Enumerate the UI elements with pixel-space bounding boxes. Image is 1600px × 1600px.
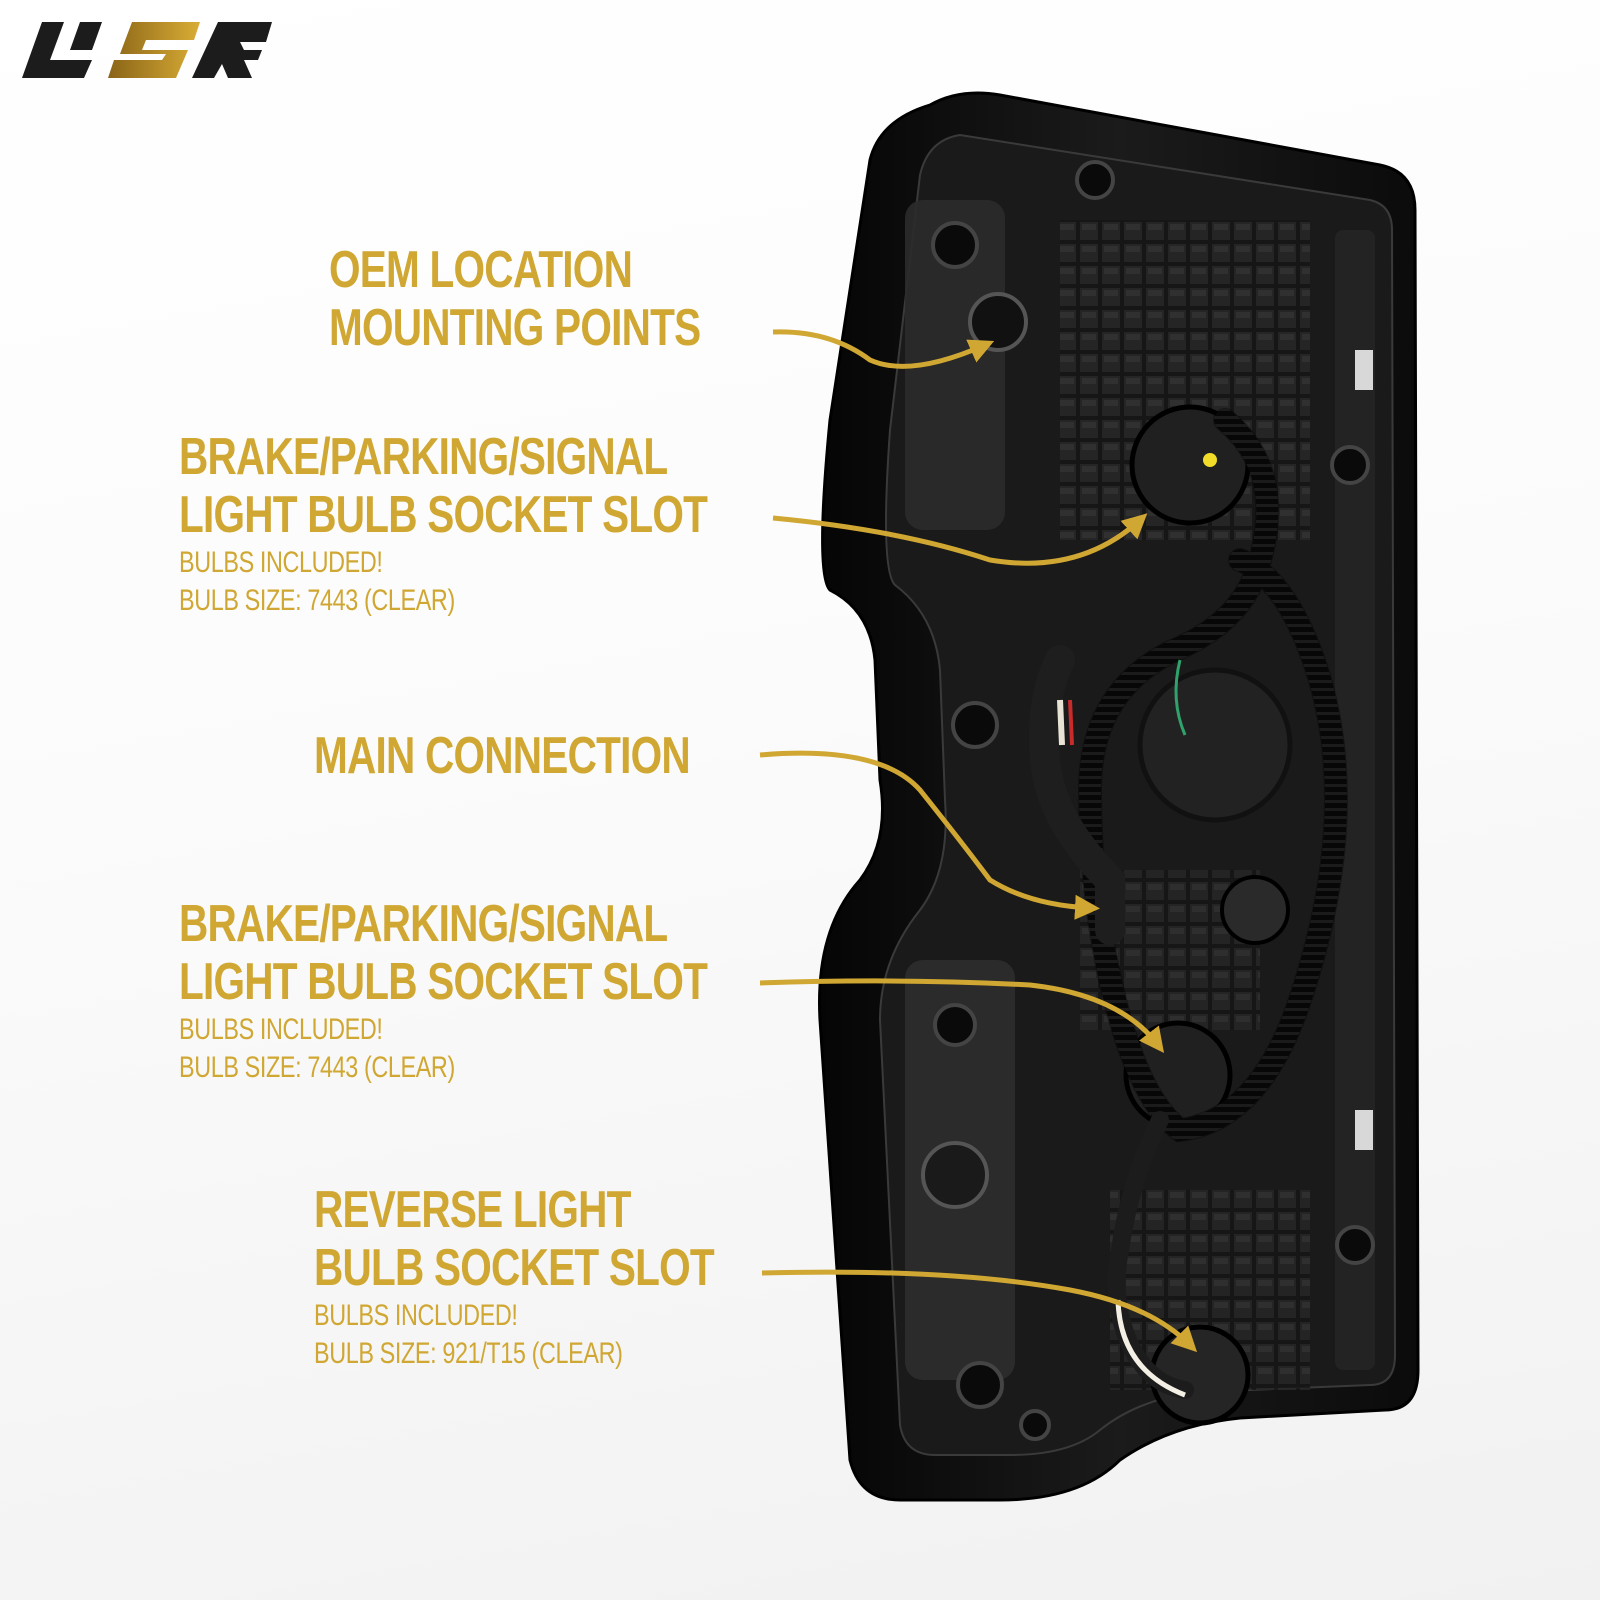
logo-letter-u [22, 22, 92, 78]
reverse-socket-left [921, 1141, 989, 1209]
logo-letter-u-right [70, 22, 102, 50]
logo-letter-r [192, 22, 272, 78]
screw [931, 221, 979, 269]
screw [1075, 160, 1115, 200]
main-connector-socket [1137, 667, 1293, 823]
callout-title: LIGHT BULB SOCKET SLOT [179, 486, 708, 544]
screw [1335, 1225, 1375, 1265]
callout-subtitle: BULB SIZE: 7443 (CLEAR) [179, 1051, 455, 1084]
callout-title: BRAKE/PARKING/SIGNAL [179, 895, 668, 953]
callout-subtitle: BULBS INCLUDED! [314, 1299, 518, 1332]
callout-subtitle: BULB SIZE: 7443 (CLEAR) [179, 584, 455, 617]
mounting-point-socket [968, 292, 1028, 352]
usr-logo-icon [22, 22, 272, 78]
wire-red-tab [1068, 699, 1074, 746]
callout-oem-mounting: OEM LOCATION MOUNTING POINTS [329, 241, 805, 357]
blank-cap [1220, 875, 1290, 945]
callout-subtitle: BULB SIZE: 921/T15 (CLEAR) [314, 1337, 623, 1370]
clip-upper [1355, 350, 1373, 390]
callout-bulb-socket-lower: BRAKE/PARKING/SIGNAL LIGHT BULB SOCKET S… [179, 895, 856, 1087]
callout-title: BULB SOCKET SLOT [314, 1239, 715, 1297]
callout-subtitle: BULBS INCLUDED! [179, 1013, 383, 1046]
callout-title: BRAKE/PARKING/SIGNAL [179, 428, 668, 486]
clip-lower [1355, 1110, 1373, 1150]
callout-title: LIGHT BULB SOCKET SLOT [179, 953, 708, 1011]
logo-letter-s [108, 22, 200, 78]
callout-title: MOUNTING POINTS [329, 299, 701, 357]
wire-green [1174, 659, 1187, 736]
callout-bulb-socket-upper: BRAKE/PARKING/SIGNAL LIGHT BULB SOCKET S… [179, 428, 856, 620]
screw [1019, 1409, 1051, 1441]
callout-title: MAIN CONNECTION [314, 727, 691, 785]
screw [951, 701, 999, 749]
callout-subtitle: BULBS INCLUDED! [179, 546, 383, 579]
callout-title: OEM LOCATION [329, 241, 633, 299]
callout-title: REVERSE LIGHT [314, 1181, 631, 1239]
wire-white-red [1057, 699, 1065, 746]
right-rail [1335, 230, 1375, 1370]
callout-main-connection: MAIN CONNECTION [314, 727, 796, 785]
screw [956, 1361, 1004, 1409]
callout-reverse-socket: REVERSE LIGHT BULB SOCKET SLOT BULBS INC… [314, 1181, 827, 1373]
screw [933, 1003, 977, 1047]
screw [1330, 445, 1370, 485]
bulb-socket-yellow-tab [1203, 453, 1217, 467]
